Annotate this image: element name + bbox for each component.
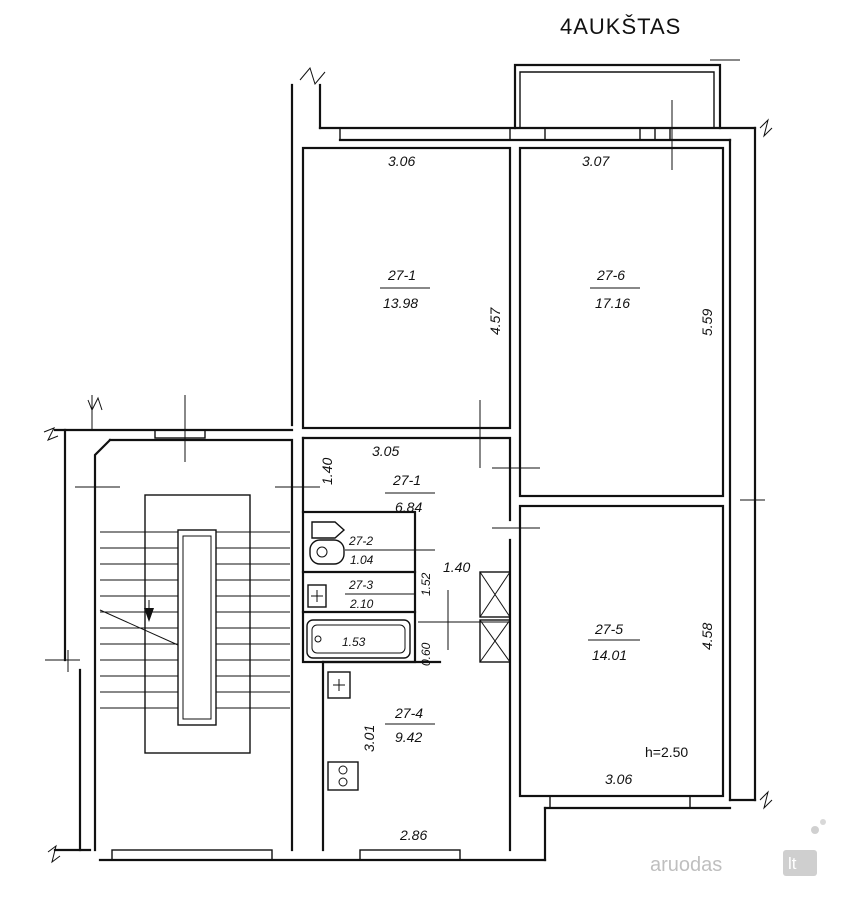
fixtures [306, 521, 411, 791]
room-length: 4.57 [487, 307, 503, 335]
floor-title: 4AUKŠTAS [560, 14, 681, 39]
watermark-suffix: lt [788, 854, 797, 873]
room-width: 3.05 [372, 443, 399, 459]
room-id: 27-1 [387, 267, 416, 283]
room-area: 2.10 [349, 597, 374, 611]
toilet-icon [309, 539, 345, 565]
room-width: 3.07 [582, 153, 610, 169]
room-id: 27-4 [394, 705, 423, 721]
room-id: 27-3 [348, 578, 373, 592]
room-id: 27-1 [392, 472, 421, 488]
kitchen-sink-icon [327, 671, 351, 699]
ventilation-shafts [479, 571, 511, 663]
stairwell [99, 494, 290, 754]
room-width: 2.86 [399, 827, 427, 843]
interior-walls [93, 146, 725, 852]
bath-length: 1.53 [342, 635, 366, 649]
room-area: 14.01 [592, 647, 627, 663]
room-length: 4.58 [699, 623, 715, 650]
watermark-text: aruodas [650, 854, 722, 876]
room-area: 9.42 [395, 729, 422, 745]
room-id: 27-2 [348, 534, 373, 548]
ceiling-height: h=2.50 [645, 744, 688, 760]
balcony [513, 63, 722, 130]
room-length: 1.40 [443, 559, 470, 575]
room-27-1-hall: 3.05 1.40 27-1 6.84 [319, 443, 435, 515]
room-length: 1.40 [319, 458, 335, 485]
room-27-4: 27-4 9.42 3.01 2.86 [361, 705, 435, 843]
room-length: 1.52 [419, 572, 433, 596]
windows [111, 127, 691, 861]
stove-icon [327, 761, 359, 791]
niche-depth: 0.60 [419, 642, 433, 666]
room-width: 3.06 [605, 771, 632, 787]
room-area: 1.04 [350, 553, 374, 567]
bathtub-area: 1.53 0.60 [342, 635, 433, 666]
room-area: 17.16 [595, 295, 630, 311]
room-27-2: 27-2 1.04 1.40 [345, 534, 470, 575]
axis-marks [43, 59, 773, 864]
room-27-5: 27-5 14.01 4.58 3.06 h=2.50 [588, 621, 715, 787]
bathtub-icon [306, 619, 411, 659]
room-27-6: 27-6 17.16 3.07 5.59 [582, 153, 715, 336]
room-27-1-upper: 27-1 13.98 3.06 4.57 [380, 153, 503, 335]
room-id: 27-5 [594, 621, 623, 637]
room-area: 13.98 [383, 295, 418, 311]
room-length: 3.01 [361, 725, 377, 752]
room-id: 27-6 [596, 267, 625, 283]
room-length: 5.59 [699, 309, 715, 336]
washbasin-icon [307, 584, 327, 608]
room-width: 3.06 [388, 153, 415, 169]
room-27-3: 27-3 2.10 1.52 [345, 572, 433, 611]
room-area: 6.84 [395, 499, 422, 515]
watermark: aruodas lt [650, 819, 826, 876]
